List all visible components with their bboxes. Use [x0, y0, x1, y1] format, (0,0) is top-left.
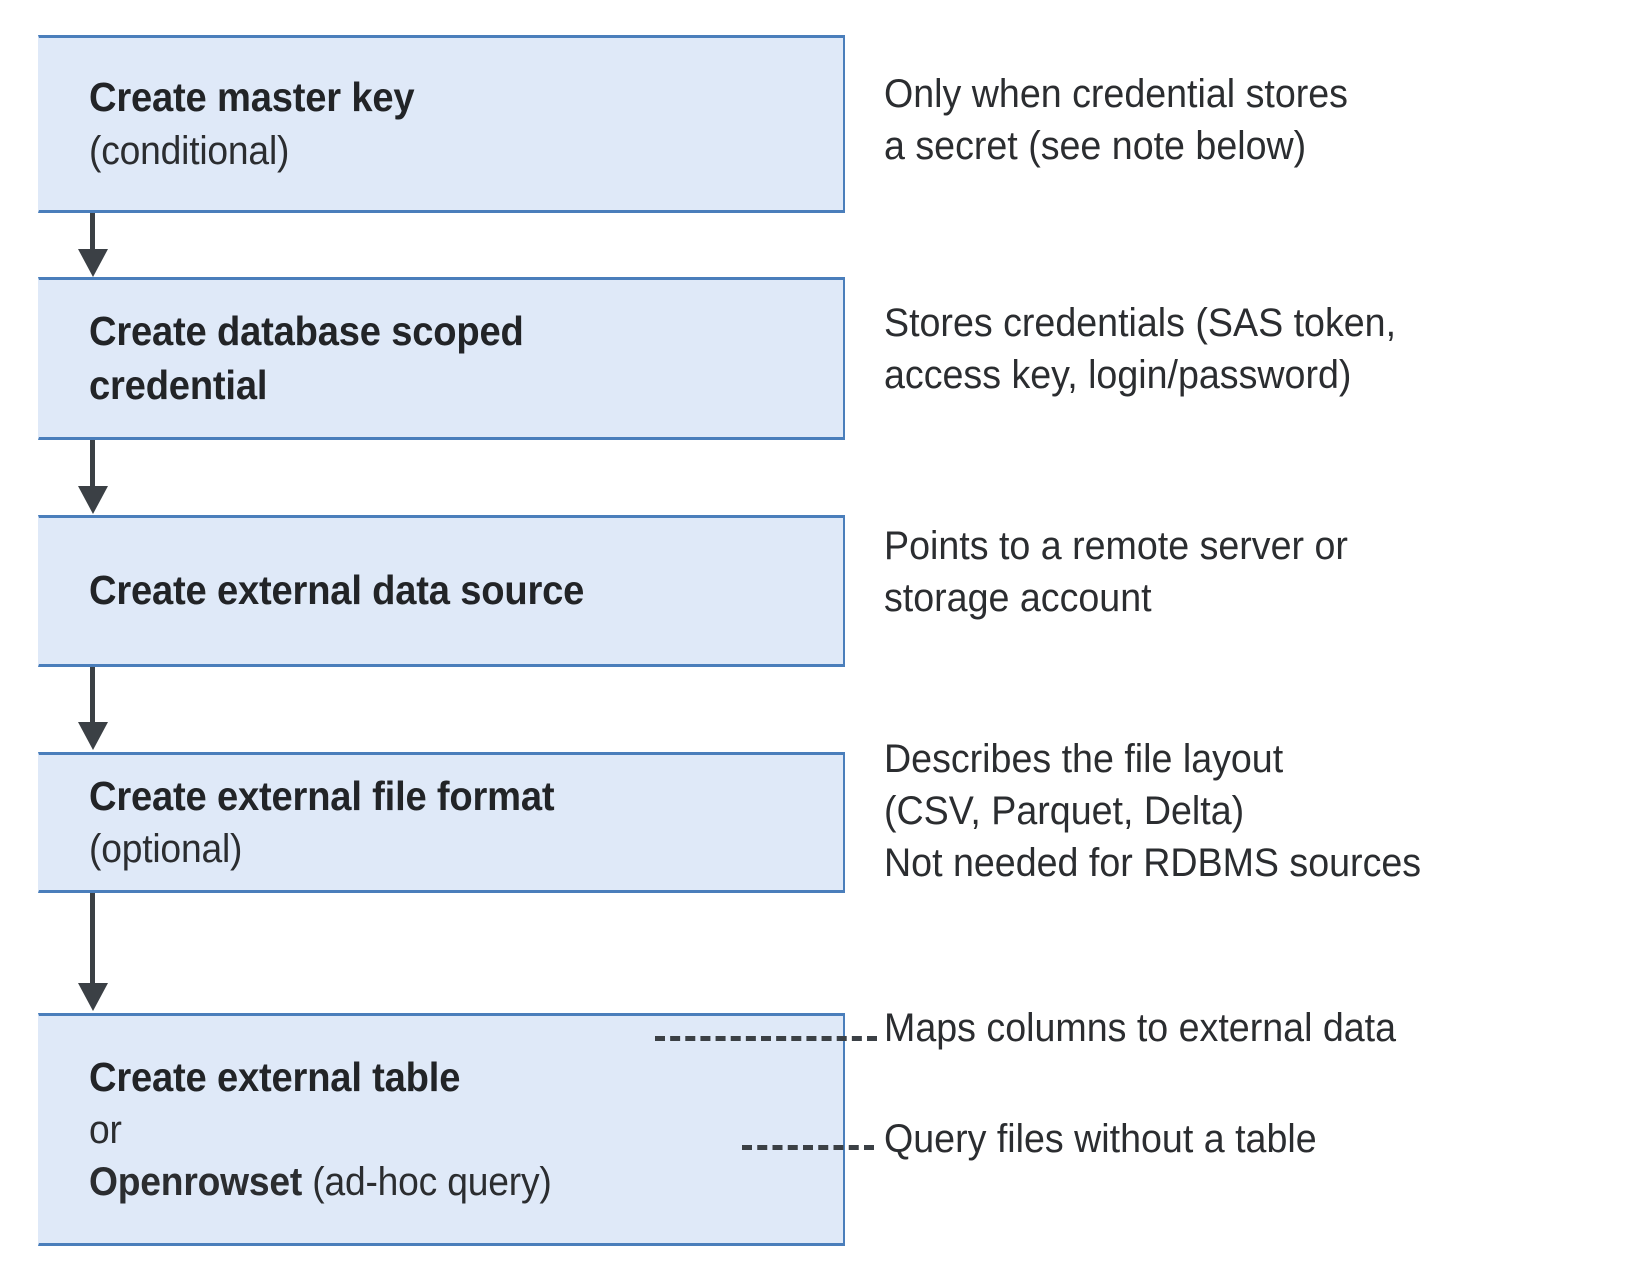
- step-title: Create external data source: [89, 567, 585, 614]
- arrow-shaft: [90, 893, 95, 985]
- note-line: Stores credentials (SAS token,: [884, 301, 1397, 345]
- arrow-shaft: [90, 667, 95, 724]
- step-title-line-1: Create database scoped: [89, 308, 524, 355]
- step-or-connector: or: [89, 1108, 122, 1153]
- step-note-create-external-data-source: Points to a remote server or storage acc…: [884, 520, 1348, 624]
- step-title-line-2: credential: [89, 361, 268, 408]
- arrow-head: [78, 722, 108, 750]
- step-title-alt-bold: Openrowset: [89, 1160, 303, 1205]
- flow-step-create-external-table-or-openrowset[interactable]: Create external table or Openrowset (ad-…: [38, 1013, 845, 1246]
- step-title: Create master key: [89, 74, 415, 121]
- arrow-head: [78, 249, 108, 277]
- note-line: Points to a remote server or: [884, 524, 1348, 568]
- dashed-connector-external-table: [655, 1036, 877, 1041]
- step-note-create-database-scoped-credential: Stores credentials (SAS token, access ke…: [884, 297, 1396, 401]
- flow-arrow-down-icon: [78, 667, 108, 752]
- note-line: Query files without a table: [884, 1117, 1317, 1161]
- flow-step-content: Create external table or Openrowset (ad-…: [39, 1051, 843, 1208]
- arrow-head: [78, 486, 108, 514]
- flow-step-create-external-data-source[interactable]: Create external data source: [38, 515, 845, 667]
- flow-step-content: Create external file format (optional): [39, 770, 843, 875]
- flow-arrow-down-icon: [78, 213, 108, 277]
- step-note-openrowset: Query files without a table: [884, 1113, 1317, 1165]
- flow-arrow-down-icon: [78, 893, 108, 1013]
- step-note-create-master-key: Only when credential stores a secret (se…: [884, 68, 1348, 172]
- step-subtitle: (conditional): [89, 128, 290, 173]
- note-line: (CSV, Parquet, Delta): [884, 789, 1245, 833]
- step-note-create-external-file-format: Describes the file layout (CSV, Parquet,…: [884, 733, 1421, 889]
- note-line: Describes the file layout: [884, 737, 1284, 781]
- step-title-alt: Openrowset (ad-hoc query): [89, 1156, 777, 1208]
- flow-step-create-master-key[interactable]: Create master key (conditional): [38, 35, 845, 213]
- flow-arrow-down-icon: [78, 440, 108, 515]
- note-line: a secret (see note below): [884, 124, 1307, 168]
- flow-step-content: Create external data source: [39, 564, 843, 617]
- arrow-shaft: [90, 213, 95, 251]
- arrow-head: [78, 983, 108, 1011]
- note-line: storage account: [884, 576, 1152, 620]
- dashed-connector-openrowset: [742, 1145, 874, 1150]
- arrow-shaft: [90, 440, 95, 488]
- flow-step-content: Create master key (conditional): [39, 71, 843, 176]
- flow-step-create-external-file-format[interactable]: Create external file format (optional): [38, 752, 845, 893]
- note-line: access key, login/password): [884, 353, 1352, 397]
- step-title: Create external table: [89, 1053, 461, 1100]
- step-subtitle: (optional): [89, 827, 243, 872]
- step-note-external-table: Maps columns to external data: [884, 1002, 1396, 1054]
- step-title-alt-rest: (ad-hoc query): [302, 1160, 552, 1205]
- note-line: Not needed for RDBMS sources: [884, 841, 1422, 885]
- note-line: Only when credential stores: [884, 72, 1348, 116]
- flow-step-create-database-scoped-credential[interactable]: Create database scoped credential: [38, 277, 845, 440]
- note-line: Maps columns to external data: [884, 1006, 1397, 1050]
- flow-step-content: Create database scoped credential: [39, 305, 843, 412]
- step-title: Create external file format: [89, 772, 555, 819]
